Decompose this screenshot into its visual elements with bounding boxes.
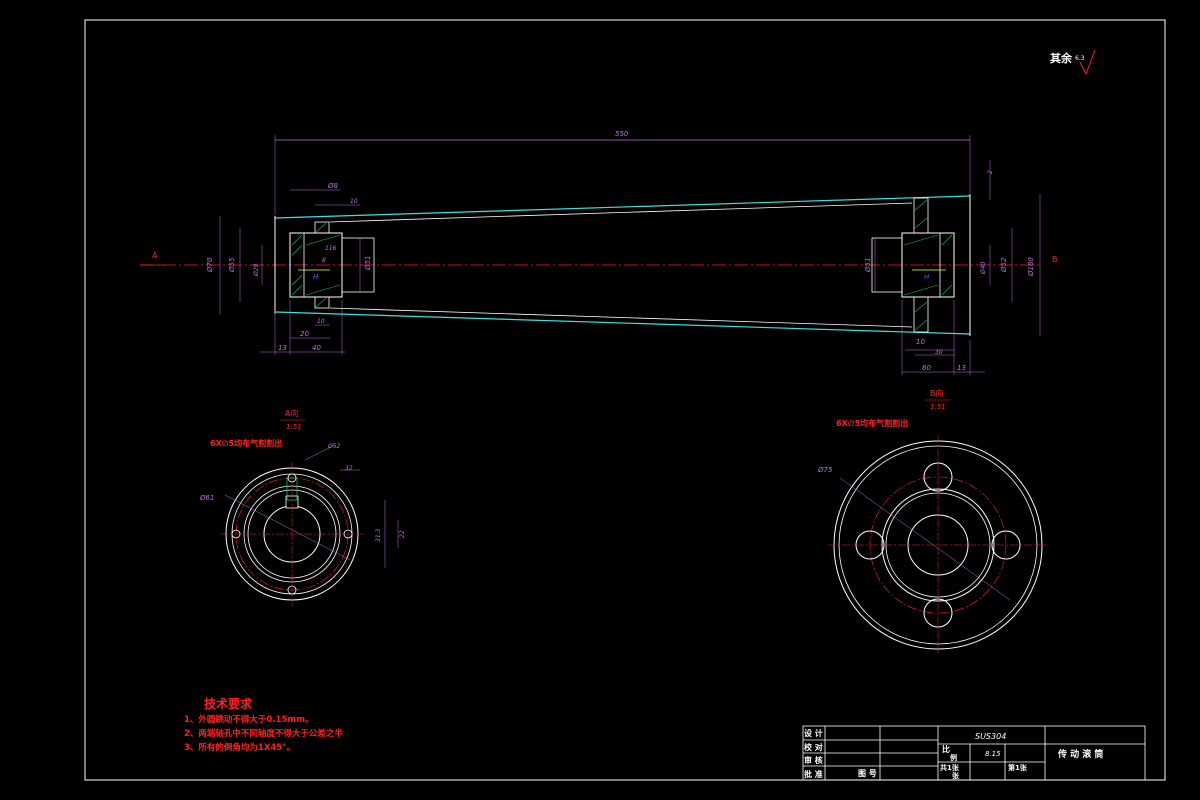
req-item-2: 2、两端轴孔中不同轴度不得大于公差之半	[184, 728, 343, 739]
tb-scale-label: 比	[942, 744, 950, 754]
left-shaft-stub	[341, 237, 375, 293]
tb-weight: 8.15	[985, 750, 1001, 758]
dim-40-left: 40	[312, 344, 321, 352]
right-plate-bottom	[913, 296, 929, 333]
view-a: A向 1:51 6X∅5均布气割割出 Ø61 Ø52 32 31.3 22	[199, 408, 406, 606]
tech-requirements: 技术要求 1、外圆跳动不得大于0.15mm。 2、两端轴孔中不同轴度不得大于公差…	[184, 696, 343, 753]
tb-unit: 张	[952, 771, 960, 780]
tb-material: SUS304	[975, 732, 1006, 741]
dim-8: 8	[322, 257, 326, 264]
tb-scale-value: 例	[950, 753, 957, 762]
dim-13-right: 13	[957, 364, 966, 372]
roughness-note: 其余 6.3	[1050, 49, 1096, 76]
drawing-frame	[84, 19, 1166, 781]
left-plate-bottom	[314, 296, 330, 309]
dim-d51-left: Ø51	[364, 256, 372, 271]
dim-13-left: 13	[278, 344, 287, 352]
dim-2: 2	[987, 170, 994, 174]
tb-row-approve: 批 准	[804, 769, 823, 779]
dim-d29: Ø29	[253, 263, 260, 277]
dim-20-left: 20	[300, 330, 309, 338]
roughness-label: 其余	[1050, 51, 1073, 65]
dim-d52: Ø52	[1000, 257, 1008, 273]
req-title: 技术要求	[204, 696, 253, 711]
left-bore-fit: H	[313, 273, 319, 281]
dim-d8: Ø8	[327, 182, 339, 190]
dim-d52-top: Ø52	[327, 443, 341, 450]
dim-10-left: 10	[317, 318, 325, 325]
left-hatch	[291, 222, 341, 308]
title-block-text: 设 计 校 对 审 核 批 准 图 号 SUS304 比 例 8.15 传 动 …	[804, 728, 1103, 780]
dim-d180: Ø180	[1027, 257, 1035, 277]
tb-part-name: 传 动 滚 筒	[1057, 748, 1103, 760]
dim-d55: Ø55	[228, 257, 236, 273]
right-plate-top	[913, 197, 929, 234]
dim-10-right: 10	[916, 338, 925, 346]
tube-inner-bottom	[329, 307, 913, 328]
dim-d75: Ø75	[817, 466, 833, 474]
roughness-symbol	[1079, 49, 1096, 76]
dim-60-right: 60	[922, 364, 931, 372]
dim-31-3: 31.3	[375, 528, 382, 542]
view-a-scale: 1:51	[286, 423, 302, 431]
dim-116: 116	[325, 245, 337, 252]
dim-10-top: 10	[350, 198, 358, 205]
dim-total-length: 550	[615, 130, 629, 138]
right-bore-fit: H	[924, 273, 930, 281]
right-hatch	[903, 199, 953, 331]
view-b-hole-note: 6X∅5均布气割割出	[836, 418, 908, 428]
dim-d51-right: Ø51	[864, 258, 872, 273]
tb-row-design: 设 计	[804, 728, 823, 738]
view-a-arrow-label: A	[152, 251, 158, 260]
tb-row-review: 审 核	[804, 755, 823, 765]
req-item-1: 1、外圆跳动不得大于0.15mm。	[184, 714, 314, 725]
tb-sheet: 第1张	[1008, 763, 1028, 772]
tb-row-check: 校 对	[804, 742, 823, 752]
dim-30-right: 30	[935, 349, 943, 356]
tb-drawing-no: 图 号	[858, 769, 877, 778]
req-item-3: 3、所有的倒角均为1X45°。	[184, 742, 295, 753]
title-block	[802, 725, 1146, 781]
dim-d61: Ø61	[199, 494, 214, 502]
view-b-title: B向	[930, 388, 944, 398]
tube-outer-bottom	[274, 311, 971, 335]
dim-22: 22	[399, 530, 406, 538]
right-shaft-stub	[871, 237, 903, 293]
left-plate-top	[314, 221, 330, 234]
tube-outer-top	[274, 195, 971, 219]
view-a-hole-note: 6X∅5均布气割割出	[210, 438, 282, 448]
view-b-arrow-label: B	[1052, 255, 1058, 264]
tube-inner-top	[329, 202, 913, 223]
dim-d70: Ø70	[206, 257, 214, 273]
dim-32: 32	[345, 465, 353, 472]
view-a-title: A向	[285, 408, 298, 418]
view-b-scale: 1:51	[930, 403, 946, 411]
dim-d40-right: Ø40	[980, 261, 987, 275]
main-section-view: H H 550 Ø8 10 Ø70 Ø55 Ø29 116 8	[140, 130, 1058, 375]
roughness-value: 6.3	[1075, 55, 1085, 62]
view-b: B向 1:51 6X∅5均布气割割出 Ø75	[817, 388, 1048, 655]
tb-count: 共1张	[940, 763, 960, 772]
